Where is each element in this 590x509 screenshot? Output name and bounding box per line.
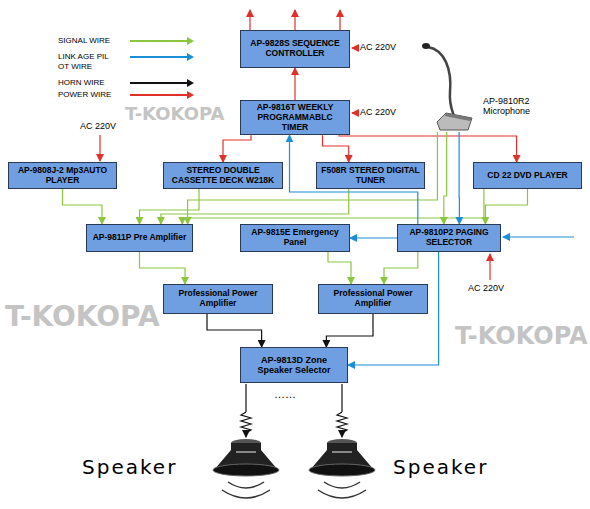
legend-swatch — [130, 40, 188, 42]
legend-row: LINK AGE PIL OT WIRE — [58, 52, 118, 71]
wire-connector — [294, 68, 295, 100]
wire-connector — [161, 189, 349, 224]
speaker-illustration — [213, 439, 375, 476]
amplifier-box: AP-9811P Pre Amplifier — [86, 224, 193, 252]
wire-connector — [339, 135, 517, 162]
selector-box: AP-9813D Zone Speaker Selector — [240, 347, 348, 383]
watermark: T-KOKOPA — [125, 103, 224, 124]
power-label: AC 220V — [468, 283, 504, 293]
legend-text: HORN WIRE — [58, 78, 118, 88]
box-label: AP-9810P2 PAGING SELECTOR — [402, 228, 496, 248]
microphone-illustration — [422, 43, 472, 130]
pilot-input — [503, 236, 574, 237]
box-label: AP-9813D Zone Speaker Selector — [245, 355, 343, 376]
controller-outputs — [250, 10, 340, 30]
box-label: AP-9810R2 Microphone — [483, 96, 539, 117]
sequence-controller: AP-9828S SEQUENCE CONTROLLER — [240, 30, 350, 68]
legend-swatch — [130, 94, 188, 96]
wire-connector — [444, 132, 447, 224]
panel-box: AP-9815E Emergency Panel — [240, 224, 350, 252]
box-label: AP-9811P Pre Amplifier — [93, 233, 187, 243]
ellipsis: …… — [274, 388, 296, 400]
watermark: T-KOKOPA — [455, 322, 588, 350]
wire-connector — [140, 189, 200, 224]
wire-connector — [63, 189, 103, 224]
box-label: STEREO DOUBLE CASSETTE DECK W218K — [168, 166, 278, 186]
amplifier-box: Professional Power Amplifier — [163, 284, 273, 314]
box-label: AP-9815E Emergency Panel — [245, 228, 345, 248]
wire-connector — [350, 237, 397, 238]
speaker-label: Speaker — [393, 455, 488, 479]
box-label: Professional Power Amplifier — [323, 289, 423, 309]
watermark: T-KOKOPA — [5, 300, 160, 333]
source-box: AP-9808J-2 Mp3AUTO PLAYER — [8, 162, 117, 189]
wire-connector — [459, 132, 460, 224]
wire-connector — [223, 135, 251, 162]
wire-connector — [328, 252, 351, 284]
power-label: AC 220V — [360, 107, 396, 117]
source-box: CD 22 DVD PLAYER — [473, 162, 582, 189]
wire-connector — [384, 252, 418, 284]
box-label: F508R STEREO DIGITAL TUNER — [321, 166, 420, 186]
sound-waves — [222, 482, 366, 498]
box-label: AP-9808J-2 Mp3AUTO PLAYER — [13, 166, 112, 186]
source-box: STEREO DOUBLE CASSETTE DECK W218K — [163, 162, 283, 189]
timer-box: AP-9816T WEEKLY PROGRAMMABLC TIMER — [240, 100, 350, 135]
legend-row: SIGNAL WIRE — [58, 36, 118, 46]
legend-text: POWER WIRE — [58, 90, 118, 100]
speaker-label: Speaker — [82, 455, 177, 479]
legend-row: HORN WIRE — [58, 78, 118, 88]
speaker-feeds — [241, 384, 347, 437]
legend-text: LINK AGE PIL OT WIRE — [58, 52, 118, 71]
box-label: CD 22 DVD PLAYER — [487, 171, 567, 181]
wire-connector — [182, 189, 484, 224]
legend-row: POWER WIRE — [58, 90, 118, 100]
wire-connector — [140, 252, 186, 284]
wire-connector — [323, 135, 349, 162]
box-label: AP-9828S SEQUENCE CONTROLLER — [245, 39, 345, 59]
box-label: AP-9816T WEEKLY PROGRAMMABLC TIMER — [245, 103, 345, 132]
microphone: AP-9810R2 Microphone — [425, 40, 580, 132]
amplifier-box: Professional Power Amplifier — [318, 284, 428, 314]
source-box: F508R STEREO DIGITAL TUNER — [316, 162, 425, 189]
power-label: AC 220V — [360, 42, 396, 52]
box-label: Professional Power Amplifier — [168, 289, 268, 309]
wire-connector — [207, 314, 262, 347]
selector-box: AP-9810P2 PAGING SELECTOR — [397, 224, 501, 252]
wire-connector — [485, 189, 527, 224]
legend-text: SIGNAL WIRE — [58, 36, 118, 46]
legend-swatch — [130, 82, 188, 84]
power-label: AC 220V — [80, 121, 116, 131]
wire-connector — [326, 314, 373, 347]
legend-swatch — [130, 56, 188, 58]
